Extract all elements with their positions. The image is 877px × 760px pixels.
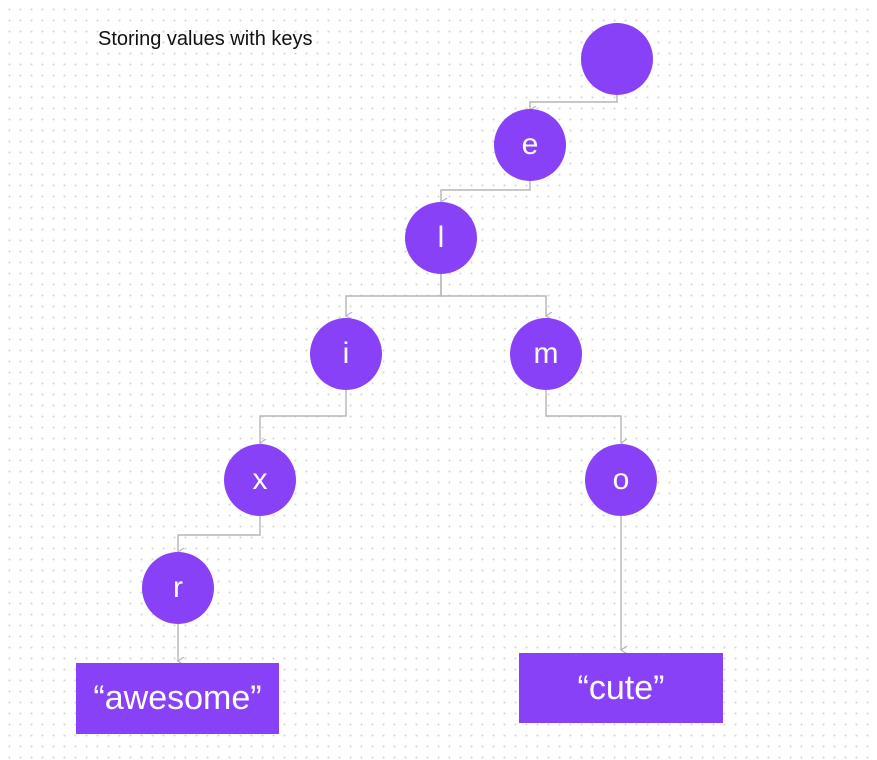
value-box-awesome: “awesome” [76,663,279,734]
trie-node-l: l [405,202,477,274]
trie-node-o: o [585,444,657,516]
edge-e-l [441,180,531,202]
trie-node-m: m [510,318,582,390]
trie-node-root [581,23,653,95]
edge-l-i [346,274,442,316]
trie-node-e: e [494,109,566,181]
trie-node-i: i [310,318,382,390]
diagram-title: Storing values with keys [98,28,313,50]
trie-node-x: x [224,444,296,516]
trie-node-r: r [142,552,214,624]
edge-x-r [178,515,261,552]
edge-i-x [260,390,347,443]
edge-l-m [440,274,546,316]
value-box-cute: “cute” [519,653,723,723]
edge-m-o [545,390,621,443]
edge-root-e [530,95,618,110]
